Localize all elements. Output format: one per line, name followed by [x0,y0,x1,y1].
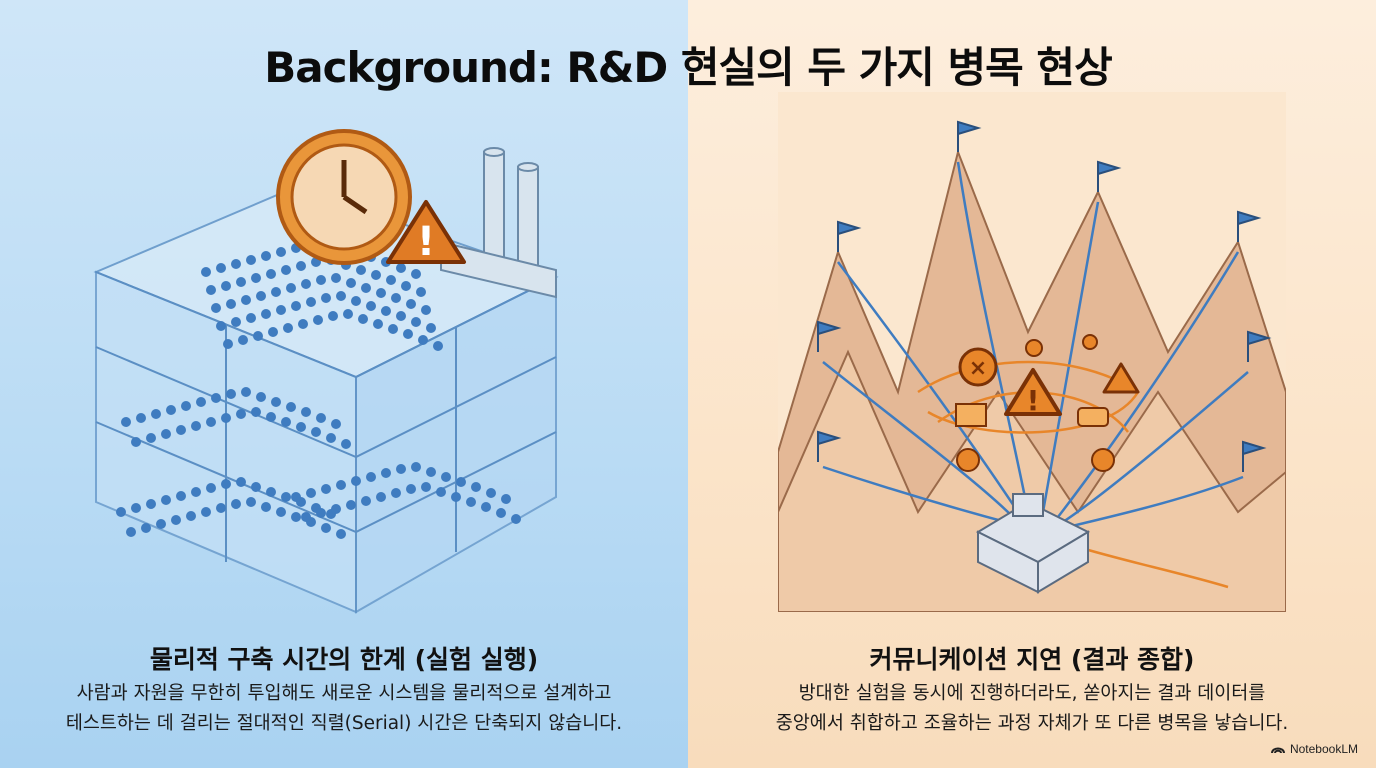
left-heading: 물리적 구축 시간의 한계 (실험 실행) [149,645,539,674]
notebooklm-logo-icon [1270,747,1285,754]
right-description-line2: 중앙에서 취합하고 조율하는 과정 자체가 또 다른 병목을 낳습니다. [775,713,1289,734]
right-description: 방대한 실험을 동시에 진행하더라도, 쏟아지는 결과 데이터를 중앙에서 취합… [688,679,1376,739]
left-description: 사람과 자원을 무한히 투입해도 새로운 시스템을 물리적으로 설계하고 테스트… [0,679,688,739]
right-description-line1: 방대한 실험을 동시에 진행하더라도, 쏟아지는 결과 데이터를 [798,683,1266,704]
left-description-line2: 테스트하는 데 걸리는 절대적인 직렬(Serial) 시간은 단축되지 않습니… [65,713,623,734]
svg-text:×: × [969,356,987,381]
svg-text:!: ! [417,219,435,265]
page-title: Background: R&D 현실의 두 가지 병목 현상 [264,43,1112,92]
warning-icon: ! [386,200,466,265]
svg-text:!: ! [1027,384,1040,417]
mountains-illustration: × ! [778,92,1286,612]
building-illustration: ! [93,129,559,614]
clock-icon [276,129,412,265]
conflict-icons: × ! [955,334,1140,472]
right-heading: 커뮤니케이션 지연 (결과 종합) [869,645,1195,674]
brand-watermark: NotebookLM [1270,742,1358,756]
left-description-line1: 사람과 자원을 무한히 투입해도 새로운 시스템을 물리적으로 설계하고 [76,683,612,704]
brand-label: NotebookLM [1289,742,1358,756]
